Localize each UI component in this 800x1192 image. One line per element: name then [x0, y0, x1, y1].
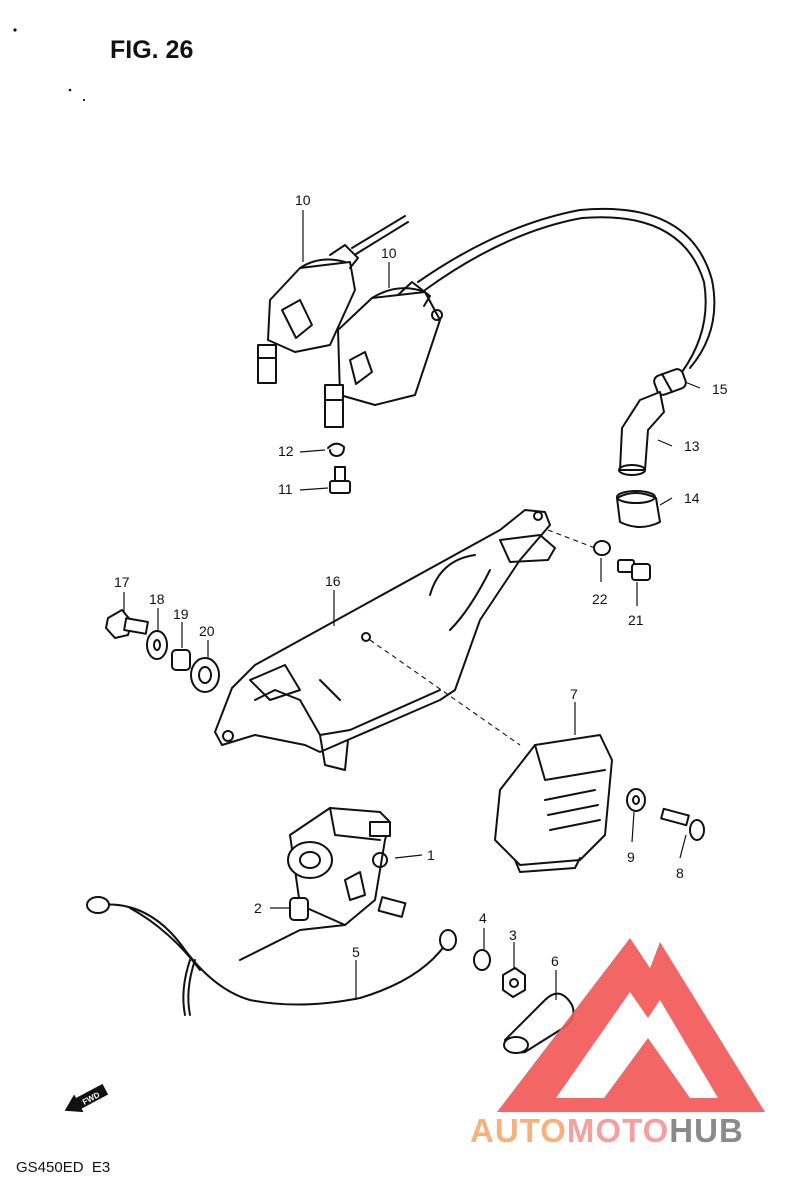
- regulator-rectifier-7: [494, 734, 613, 873]
- battery-lead-5: [86, 896, 457, 1016]
- lock-washer-4: [473, 949, 491, 971]
- watermark-logo-icon: [497, 938, 765, 1112]
- callout-17: 17: [114, 574, 130, 590]
- callout-19: 19: [173, 606, 189, 622]
- washer-12: [327, 442, 345, 457]
- callout-21: 21: [628, 612, 644, 628]
- callout-1: 1: [427, 847, 435, 863]
- callout-3: 3: [509, 927, 517, 943]
- watermark-auto: AUTO: [470, 1112, 567, 1149]
- cushion-20: [190, 657, 220, 693]
- callout-11: 11: [278, 481, 293, 497]
- ignition-coil-rear: [257, 215, 409, 384]
- callout-10-rear: 10: [295, 192, 311, 208]
- sleeve-19: [171, 649, 191, 671]
- bolt-2: [289, 897, 309, 921]
- bolt-21: [617, 559, 651, 581]
- watermark-hub: HUB: [669, 1112, 744, 1149]
- spark-plug-cap-13: [618, 391, 665, 476]
- callout-6: 6: [551, 953, 559, 969]
- scan-specks: [13, 28, 86, 102]
- forward-arrow-icon: FWD: [64, 1083, 109, 1113]
- callout-8: 8: [676, 865, 684, 881]
- callout-7: 7: [570, 686, 578, 702]
- callout-15: 15: [712, 381, 728, 397]
- screw-8: [660, 807, 705, 841]
- cord-seal-15: [653, 368, 687, 396]
- watermark-moto: MOTO: [567, 1112, 669, 1149]
- callout-13: 13: [684, 438, 700, 454]
- callout-20: 20: [199, 623, 215, 639]
- ignition-coil-front: [324, 281, 443, 428]
- callout-18: 18: [149, 591, 165, 607]
- callout-5: 5: [352, 944, 360, 960]
- washer-22: [593, 540, 611, 556]
- callout-4: 4: [479, 910, 487, 926]
- bolt-11: [329, 466, 351, 494]
- high-tension-cord: [417, 207, 716, 373]
- bracket-16: [214, 509, 556, 771]
- callout-14: 14: [684, 490, 700, 506]
- callout-2: 2: [254, 900, 262, 916]
- bolt-17: [105, 609, 149, 639]
- starter-relay-1: [287, 807, 407, 926]
- callout-16: 16: [325, 573, 341, 589]
- callout-9: 9: [627, 849, 635, 865]
- callout-10-front: 10: [381, 245, 397, 261]
- washer-18: [146, 630, 168, 660]
- model-code: GS450ED E3: [16, 1159, 110, 1176]
- washer-9: [626, 788, 646, 812]
- nut-3: [502, 967, 526, 998]
- watermark-brand: AUTOMOTOHUB: [470, 1112, 744, 1149]
- leader-lines: [123, 210, 701, 1000]
- figure-title: FIG. 26: [110, 36, 193, 64]
- cap-cover-14: [616, 490, 661, 528]
- callout-22: 22: [592, 591, 608, 607]
- callout-12: 12: [278, 443, 294, 459]
